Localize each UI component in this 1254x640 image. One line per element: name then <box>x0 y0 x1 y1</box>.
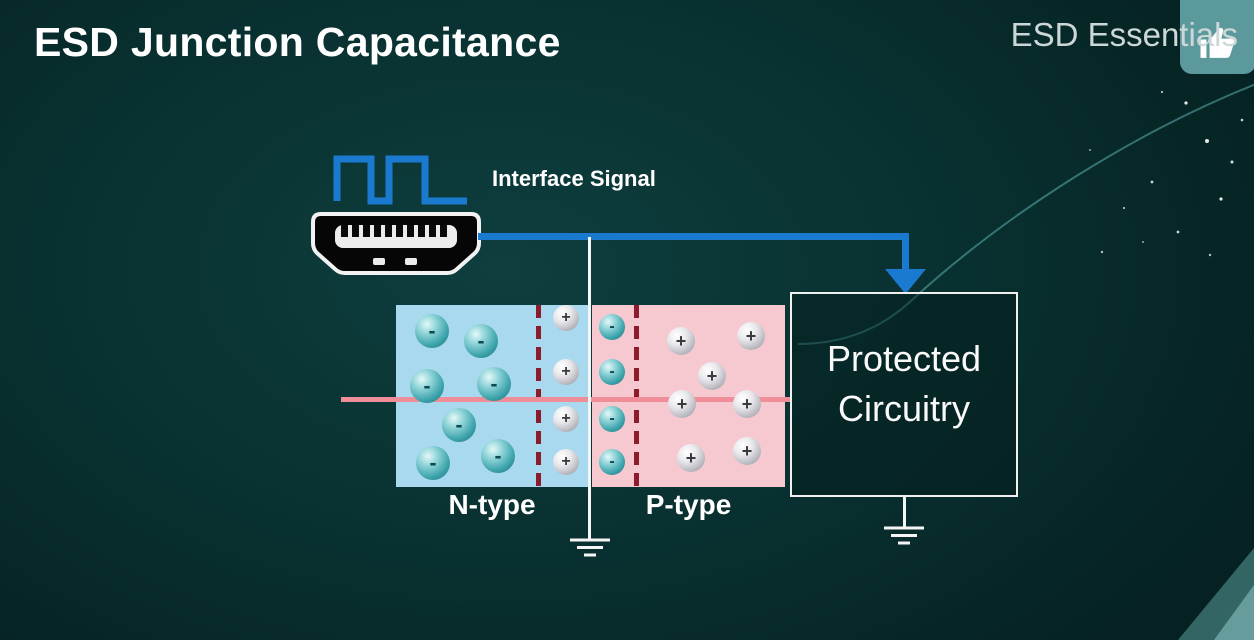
junction-ground-wire <box>588 237 591 540</box>
hdmi-pins <box>341 225 447 237</box>
protected-circuitry-line2: Circuitry <box>838 388 970 429</box>
depletion-boundary-right <box>634 305 639 487</box>
p-type-region <box>592 305 785 487</box>
star-dots <box>1089 90 1244 257</box>
depletion-boundary-left <box>536 305 541 487</box>
sweep-curve <box>797 83 1254 345</box>
box-ground-wire <box>903 497 906 527</box>
corner-accent-inner <box>1214 585 1254 640</box>
ground-symbol <box>884 526 924 545</box>
n-type-label: N-type <box>448 489 536 520</box>
ground-symbol <box>570 538 610 557</box>
corner-accent <box>1178 548 1254 640</box>
brand-watermark: ESD Essentials <box>1010 16 1238 53</box>
protected-circuitry-box: Protected Circuitry <box>790 292 1018 497</box>
interface-signal-label: Interface Signal <box>492 166 656 191</box>
bias-line <box>341 397 790 402</box>
like-button[interactable] <box>1180 0 1254 74</box>
thumbs-up-icon <box>1200 27 1235 58</box>
protected-circuitry-line1: Protected <box>826 338 982 379</box>
p-type-label: P-type <box>645 489 732 520</box>
hdmi-connector-icon <box>311 212 481 275</box>
signal-path-arrow <box>478 233 926 294</box>
slide-title: ESD Junction Capacitance <box>34 19 561 65</box>
square-wave-icon <box>333 155 467 205</box>
n-type-region <box>396 305 588 487</box>
